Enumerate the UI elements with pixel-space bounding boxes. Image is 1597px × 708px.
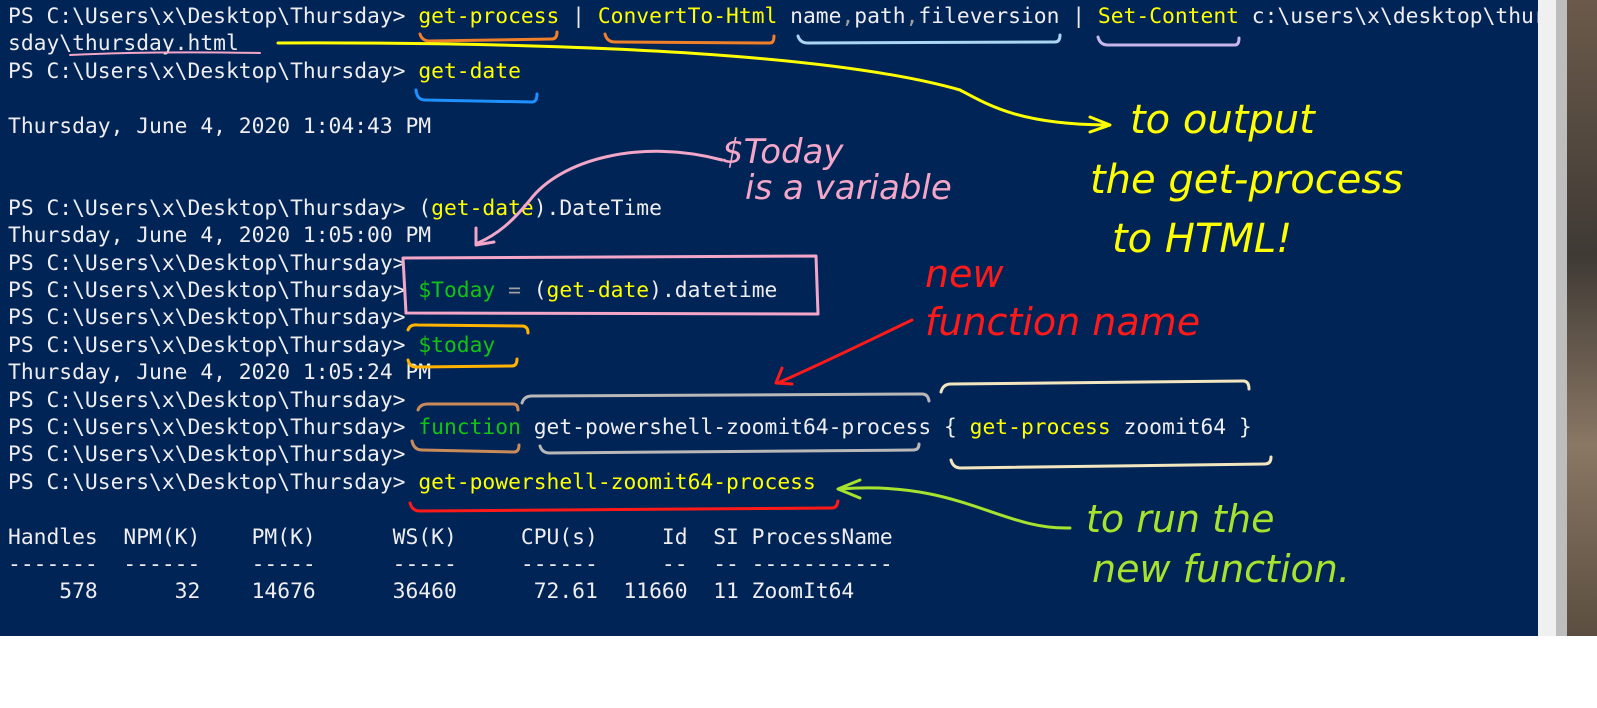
- console-line: PS C:\Users\x\Desktop\Thursday>: [8, 304, 405, 331]
- prompt: PS C:\Users\x\Desktop\Thursday>: [8, 195, 419, 221]
- cmdlet-token: get-process: [418, 4, 560, 29]
- function-name-top: [520, 392, 931, 405]
- prompt: PS C:\Users\x\Desktop\Thursday>: [8, 332, 419, 358]
- text-token: c:\users\x\desktop\thur: [1238, 4, 1538, 29]
- today-bottom-bracket: [406, 357, 519, 369]
- text-token: =: [495, 278, 534, 303]
- svg-text:$Today: $Today: [722, 132, 844, 172]
- text-token: path: [854, 4, 906, 29]
- underline-parameters: [796, 33, 1062, 45]
- function-body-bottom: [949, 455, 1273, 470]
- svg-text:new function.: new function.: [1092, 547, 1350, 591]
- prompt: PS C:\Users\x\Desktop\Thursday>: [8, 4, 419, 29]
- console-line: PS C:\Users\x\Desktop\Thursday>: [8, 387, 405, 414]
- function-keyword-bottom: [410, 439, 521, 454]
- svg-text:is a variable: is a variable: [745, 168, 952, 208]
- background-window-edge: [1567, 0, 1597, 636]
- yellow-arrow: [276, 41, 1107, 127]
- text-token: fileversion |: [918, 4, 1098, 29]
- text-token: Thursday, June 4, 2020 1:05:24 PM: [8, 360, 432, 386]
- note-variable: $Today is a variable: [722, 132, 952, 208]
- console-line: PS C:\Users\x\Desktop\Thursday>: [8, 441, 405, 468]
- underline-convertto-html: [603, 32, 776, 45]
- text-token: |: [559, 4, 598, 29]
- console-line: Thursday, June 4, 2020 1:05:24 PM: [8, 359, 431, 386]
- text-token: ,: [841, 4, 855, 29]
- function-name-bottom: [538, 442, 921, 455]
- pink-arrow: [476, 149, 724, 245]
- text-token: get-powershell-zoomit64-process {: [520, 415, 970, 440]
- underline-set-content: [1096, 35, 1241, 47]
- svg-text:new: new: [925, 252, 1004, 296]
- console-line: PS C:\Users\x\Desktop\Thursday> $today: [8, 332, 495, 359]
- prompt: PS C:\Users\x\Desktop\Thursday>: [8, 442, 406, 468]
- prompt: PS C:\Users\x\Desktop\Thursday>: [8, 305, 406, 331]
- keyword-token: function: [418, 415, 521, 440]
- underline-get-date: [414, 88, 539, 104]
- cmdlet-token: get-process: [969, 415, 1111, 440]
- console-line: PS C:\Users\x\Desktop\Thursday>: [8, 250, 405, 277]
- cmdlet-token: get-date: [418, 58, 521, 84]
- red-arrow: [778, 318, 914, 384]
- cmdlet-token: ConvertTo-Html: [597, 4, 778, 29]
- console-line: PS C:\Users\x\Desktop\Thursday> (get-dat…: [8, 195, 662, 222]
- text-token: ).datetime: [649, 278, 778, 303]
- prompt: PS C:\Users\x\Desktop\Thursday>: [8, 469, 419, 495]
- console-line: 578 32 14676 36460 72.61 11660 11 ZoomIt…: [8, 578, 854, 605]
- console-line: ------- ------ ----- ----- ------ -- -- …: [8, 551, 893, 578]
- text-token: zoomit64 }: [1110, 415, 1252, 440]
- function-body-top: [939, 379, 1251, 394]
- powershell-console[interactable]: PS C:\Users\x\Desktop\Thursday> get-proc…: [0, 0, 1538, 636]
- pink-box: [401, 254, 820, 316]
- svg-text:the get-process: the get-process: [1090, 157, 1403, 203]
- text-token: ).DateTime: [533, 195, 662, 221]
- text-token: Thursday, June 4, 2020 1:04:43 PM: [8, 113, 432, 139]
- console-line: PS C:\Users\x\Desktop\Thursday> get-date: [8, 58, 521, 85]
- text-token: (: [418, 195, 432, 221]
- console-line: Handles NPM(K) PM(K) WS(K) CPU(s) Id SI …: [8, 524, 893, 551]
- note-output: to output the get-process to HTML!: [1090, 97, 1403, 262]
- svg-text:to output: to output: [1130, 97, 1316, 143]
- console-line: PS C:\Users\x\Desktop\Thursday> get-proc…: [8, 3, 1538, 30]
- console-line: PS C:\Users\x\Desktop\Thursday> $Today =…: [8, 277, 777, 304]
- prompt: PS C:\Users\x\Desktop\Thursday>: [8, 415, 419, 440]
- function-keyword-top: [416, 402, 520, 412]
- cmdlet-token: get-powershell-zoomit64-process: [418, 469, 816, 495]
- console-line: Thursday, June 4, 2020 1:05:00 PM: [8, 222, 431, 249]
- green-arrow: [838, 486, 1072, 530]
- underline-get-process: [418, 30, 559, 43]
- prompt: PS C:\Users\x\Desktop\Thursday>: [8, 58, 419, 84]
- text-token: Thursday, June 4, 2020 1:05:00 PM: [8, 223, 432, 249]
- text-token: Handles NPM(K) PM(K) WS(K) CPU(s) Id SI …: [8, 524, 893, 550]
- note-run-function: to run the new function.: [1086, 497, 1350, 591]
- prompt: PS C:\Users\x\Desktop\Thursday>: [8, 278, 419, 303]
- today-top-bracket: [406, 323, 530, 335]
- text-token: 578 32 14676 36460 72.61 11660 11 ZoomIt…: [8, 579, 855, 605]
- svg-text:to run the: to run the: [1086, 497, 1274, 541]
- svg-text:to HTML!: to HTML!: [1112, 216, 1292, 262]
- variable-token: $today: [418, 332, 496, 358]
- underline-filename: [69, 51, 261, 56]
- cmdlet-token: get-date: [546, 278, 650, 303]
- svg-text:function name: function name: [925, 300, 1200, 344]
- console-line: PS C:\Users\x\Desktop\Thursday> function…: [8, 414, 1252, 441]
- scrollbar-thumb[interactable]: [1556, 0, 1567, 636]
- console-line: Thursday, June 4, 2020 1:04:43 PM: [8, 113, 431, 140]
- prompt: PS C:\Users\x\Desktop\Thursday>: [8, 250, 406, 276]
- text-token: (: [533, 278, 547, 303]
- variable-token: $Today: [418, 278, 496, 303]
- text-token: ------- ------ ----- ----- ------ -- -- …: [8, 552, 893, 577]
- console-line: PS C:\Users\x\Desktop\Thursday> get-powe…: [8, 469, 816, 496]
- text-token: name: [777, 4, 842, 29]
- text-token: ,: [905, 4, 919, 29]
- underline-function-call: [408, 499, 840, 513]
- prompt: PS C:\Users\x\Desktop\Thursday>: [8, 387, 406, 413]
- note-function-name: new function name: [925, 252, 1200, 344]
- cmdlet-token: Set-Content: [1097, 4, 1239, 29]
